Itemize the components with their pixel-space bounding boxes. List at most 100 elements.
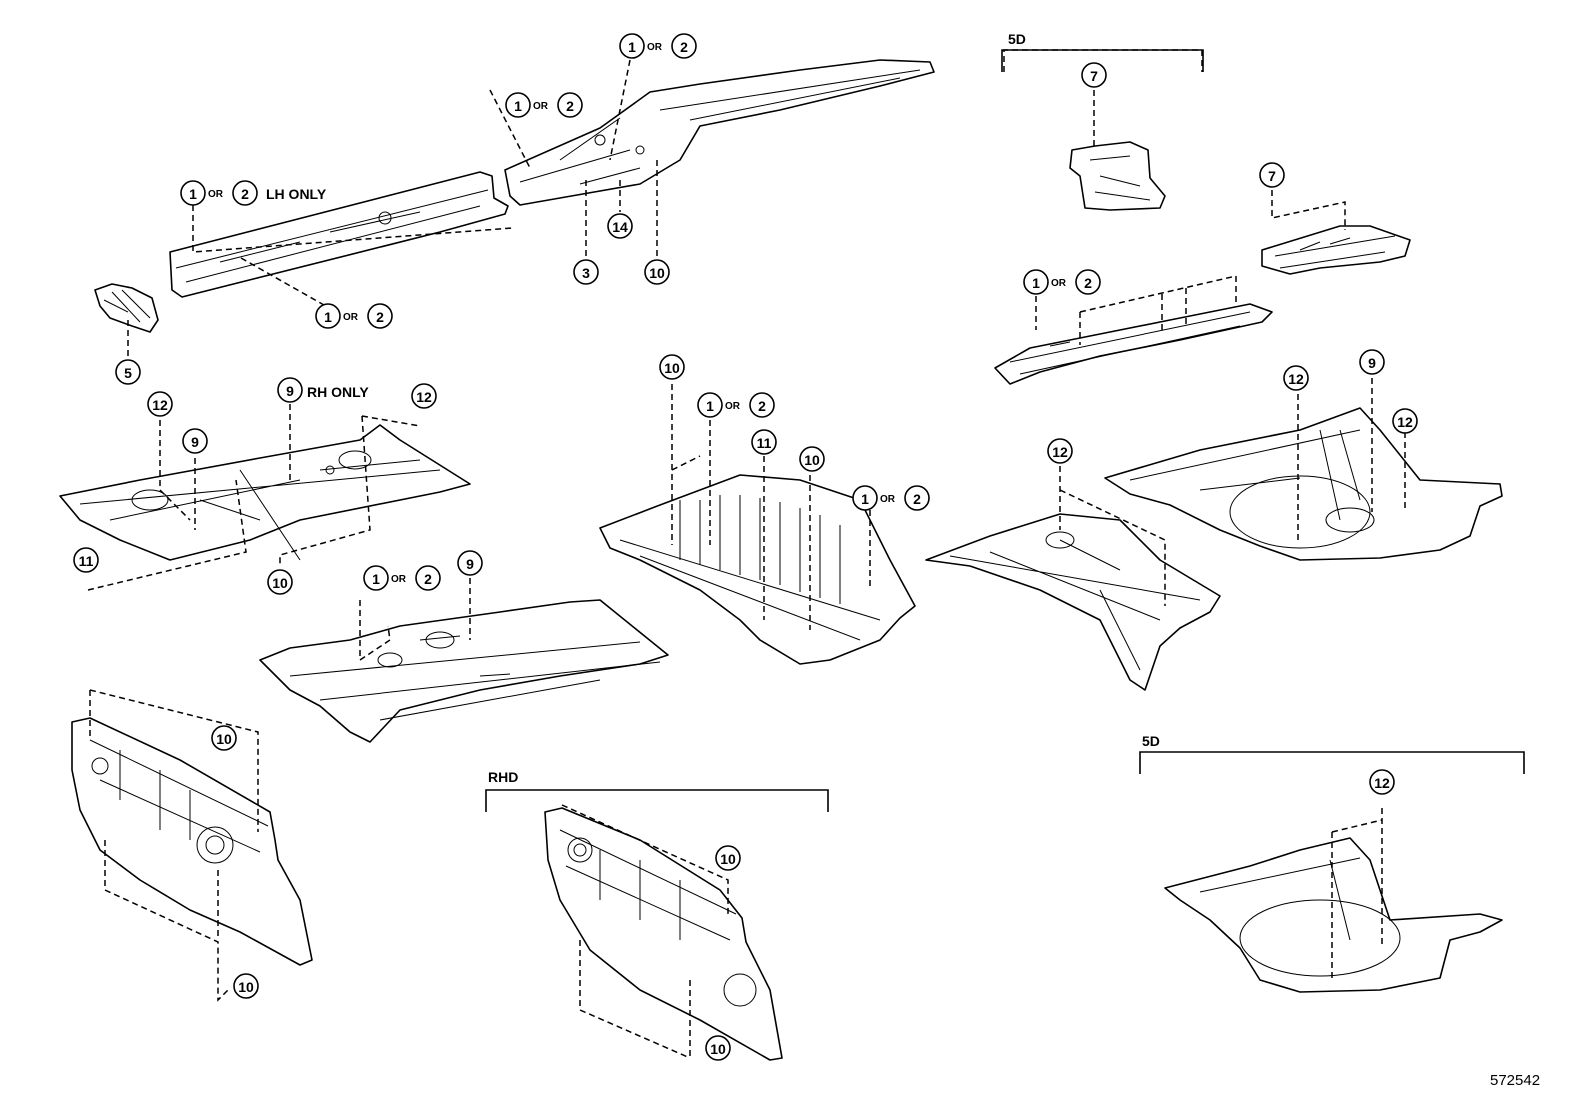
callout-7: 7 (1259, 162, 1285, 188)
dash-panel-rhd (544, 807, 783, 1061)
front-side-member (504, 59, 935, 206)
bracket-part-5 (94, 283, 159, 333)
callout-2: 2 (1075, 269, 1101, 295)
callout-number: 10 (664, 360, 680, 376)
callout-number: 2 (1084, 275, 1092, 291)
callout-1: 1 (363, 565, 389, 591)
callout-9: 9 (1359, 349, 1385, 375)
callout-10: 10 (705, 1035, 731, 1061)
callout-9: 9 (277, 377, 303, 403)
center-floor-pan (259, 599, 669, 743)
callout-12: 12 (147, 391, 173, 417)
callout-2: 2 (671, 33, 697, 59)
callout-number: 1 (861, 491, 869, 507)
callout-10: 10 (267, 569, 293, 595)
callout-number: 1 (706, 398, 714, 414)
callout-10: 10 (233, 973, 259, 999)
callout-number: 9 (191, 434, 199, 450)
callout-number: 10 (216, 731, 232, 747)
or-connector: OR (343, 312, 359, 323)
callout-10: 10 (659, 354, 685, 380)
callout-9: 9 (457, 550, 483, 576)
callout-1: 1 (315, 303, 341, 329)
callout-number: 1 (514, 98, 522, 114)
callout-3: 3 (573, 259, 599, 285)
callout-number: 7 (1090, 68, 1098, 84)
bracket-5d-top (1001, 49, 1204, 72)
leader-lines (87, 49, 1406, 1059)
callout-number: 10 (272, 575, 288, 591)
callout-10: 10 (799, 446, 825, 472)
callout-number: 1 (189, 186, 197, 202)
callout-number: 11 (79, 553, 94, 569)
or-connector: OR (391, 574, 407, 585)
callout-number: 12 (1397, 414, 1413, 430)
front-floor-pan-lh (59, 424, 471, 561)
callout-number: 10 (649, 265, 665, 281)
callout-10: 10 (715, 845, 741, 871)
variant-5d-label-top: 5D (1008, 31, 1026, 47)
rear-floor-side-pan (925, 513, 1221, 691)
rear-floor-pan-5d (1164, 837, 1503, 993)
rear-floor-plate-part-7 (1261, 225, 1411, 275)
or-connector: OR (880, 494, 896, 505)
callout-number: 2 (376, 309, 384, 325)
callout-number: 14 (612, 219, 628, 235)
callout-7: 7 (1081, 62, 1107, 88)
callout-12: 12 (1047, 438, 1073, 464)
callout-1: 1 (619, 33, 645, 59)
variant-5d-label-bottom: 5D (1142, 733, 1160, 749)
or-connector: OR (533, 101, 549, 112)
callout-number: 10 (720, 851, 736, 867)
bracket-part-7-5d (1069, 141, 1166, 211)
callout-number: 10 (238, 979, 254, 995)
figure-number: 572542 (1490, 1072, 1540, 1089)
callout-number: 12 (1288, 371, 1304, 387)
or-connector: OR (725, 401, 741, 412)
callout-number: 9 (466, 556, 474, 572)
callout-number: 2 (913, 491, 921, 507)
callout-1: 1 (1023, 269, 1049, 295)
callout-14: 14 (607, 213, 633, 239)
callout-10: 10 (211, 725, 237, 751)
callout-2: 2 (557, 92, 583, 118)
callout-12: 12 (1369, 769, 1395, 795)
callout-number: 12 (1374, 775, 1390, 791)
callout-number: 2 (241, 186, 249, 202)
variant-rhd-label: RHD (488, 769, 518, 785)
callout-number: 2 (424, 571, 432, 587)
callout-11: 11 (751, 429, 777, 455)
callout-1: 1 (505, 92, 531, 118)
callout-1: 1 (180, 180, 206, 206)
callout-number: 1 (372, 571, 380, 587)
callout-2: 2 (415, 565, 441, 591)
callout-number: 3 (582, 265, 590, 281)
callout-2: 2 (904, 485, 930, 511)
bracket-5d-bottom (1139, 751, 1525, 774)
callout-number: 10 (710, 1041, 726, 1057)
callout-number: 10 (804, 452, 820, 468)
rh-only-label: RH ONLY (307, 384, 369, 400)
center-floor-tunnel-assembly (599, 474, 916, 665)
callout-number: 7 (1268, 168, 1276, 184)
or-connector: OR (1051, 278, 1067, 289)
callout-10: 10 (644, 259, 670, 285)
callout-1: 1 (697, 392, 723, 418)
callout-number: 9 (1368, 355, 1376, 371)
callout-number: 12 (1052, 444, 1068, 460)
callout-1: 1 (852, 485, 878, 511)
callout-number: 5 (124, 365, 132, 381)
callout-number: 11 (757, 435, 772, 451)
callout-2: 2 (367, 303, 393, 329)
callout-12: 12 (1392, 408, 1418, 434)
callout-number: 2 (566, 98, 574, 114)
callout-number: 12 (416, 389, 432, 405)
callout-number: 9 (286, 383, 294, 399)
callout-11: 11 (73, 547, 99, 573)
lh-only-label: LH ONLY (266, 186, 327, 202)
callout-5: 5 (115, 359, 141, 385)
rear-cross-member-5d (994, 303, 1273, 385)
